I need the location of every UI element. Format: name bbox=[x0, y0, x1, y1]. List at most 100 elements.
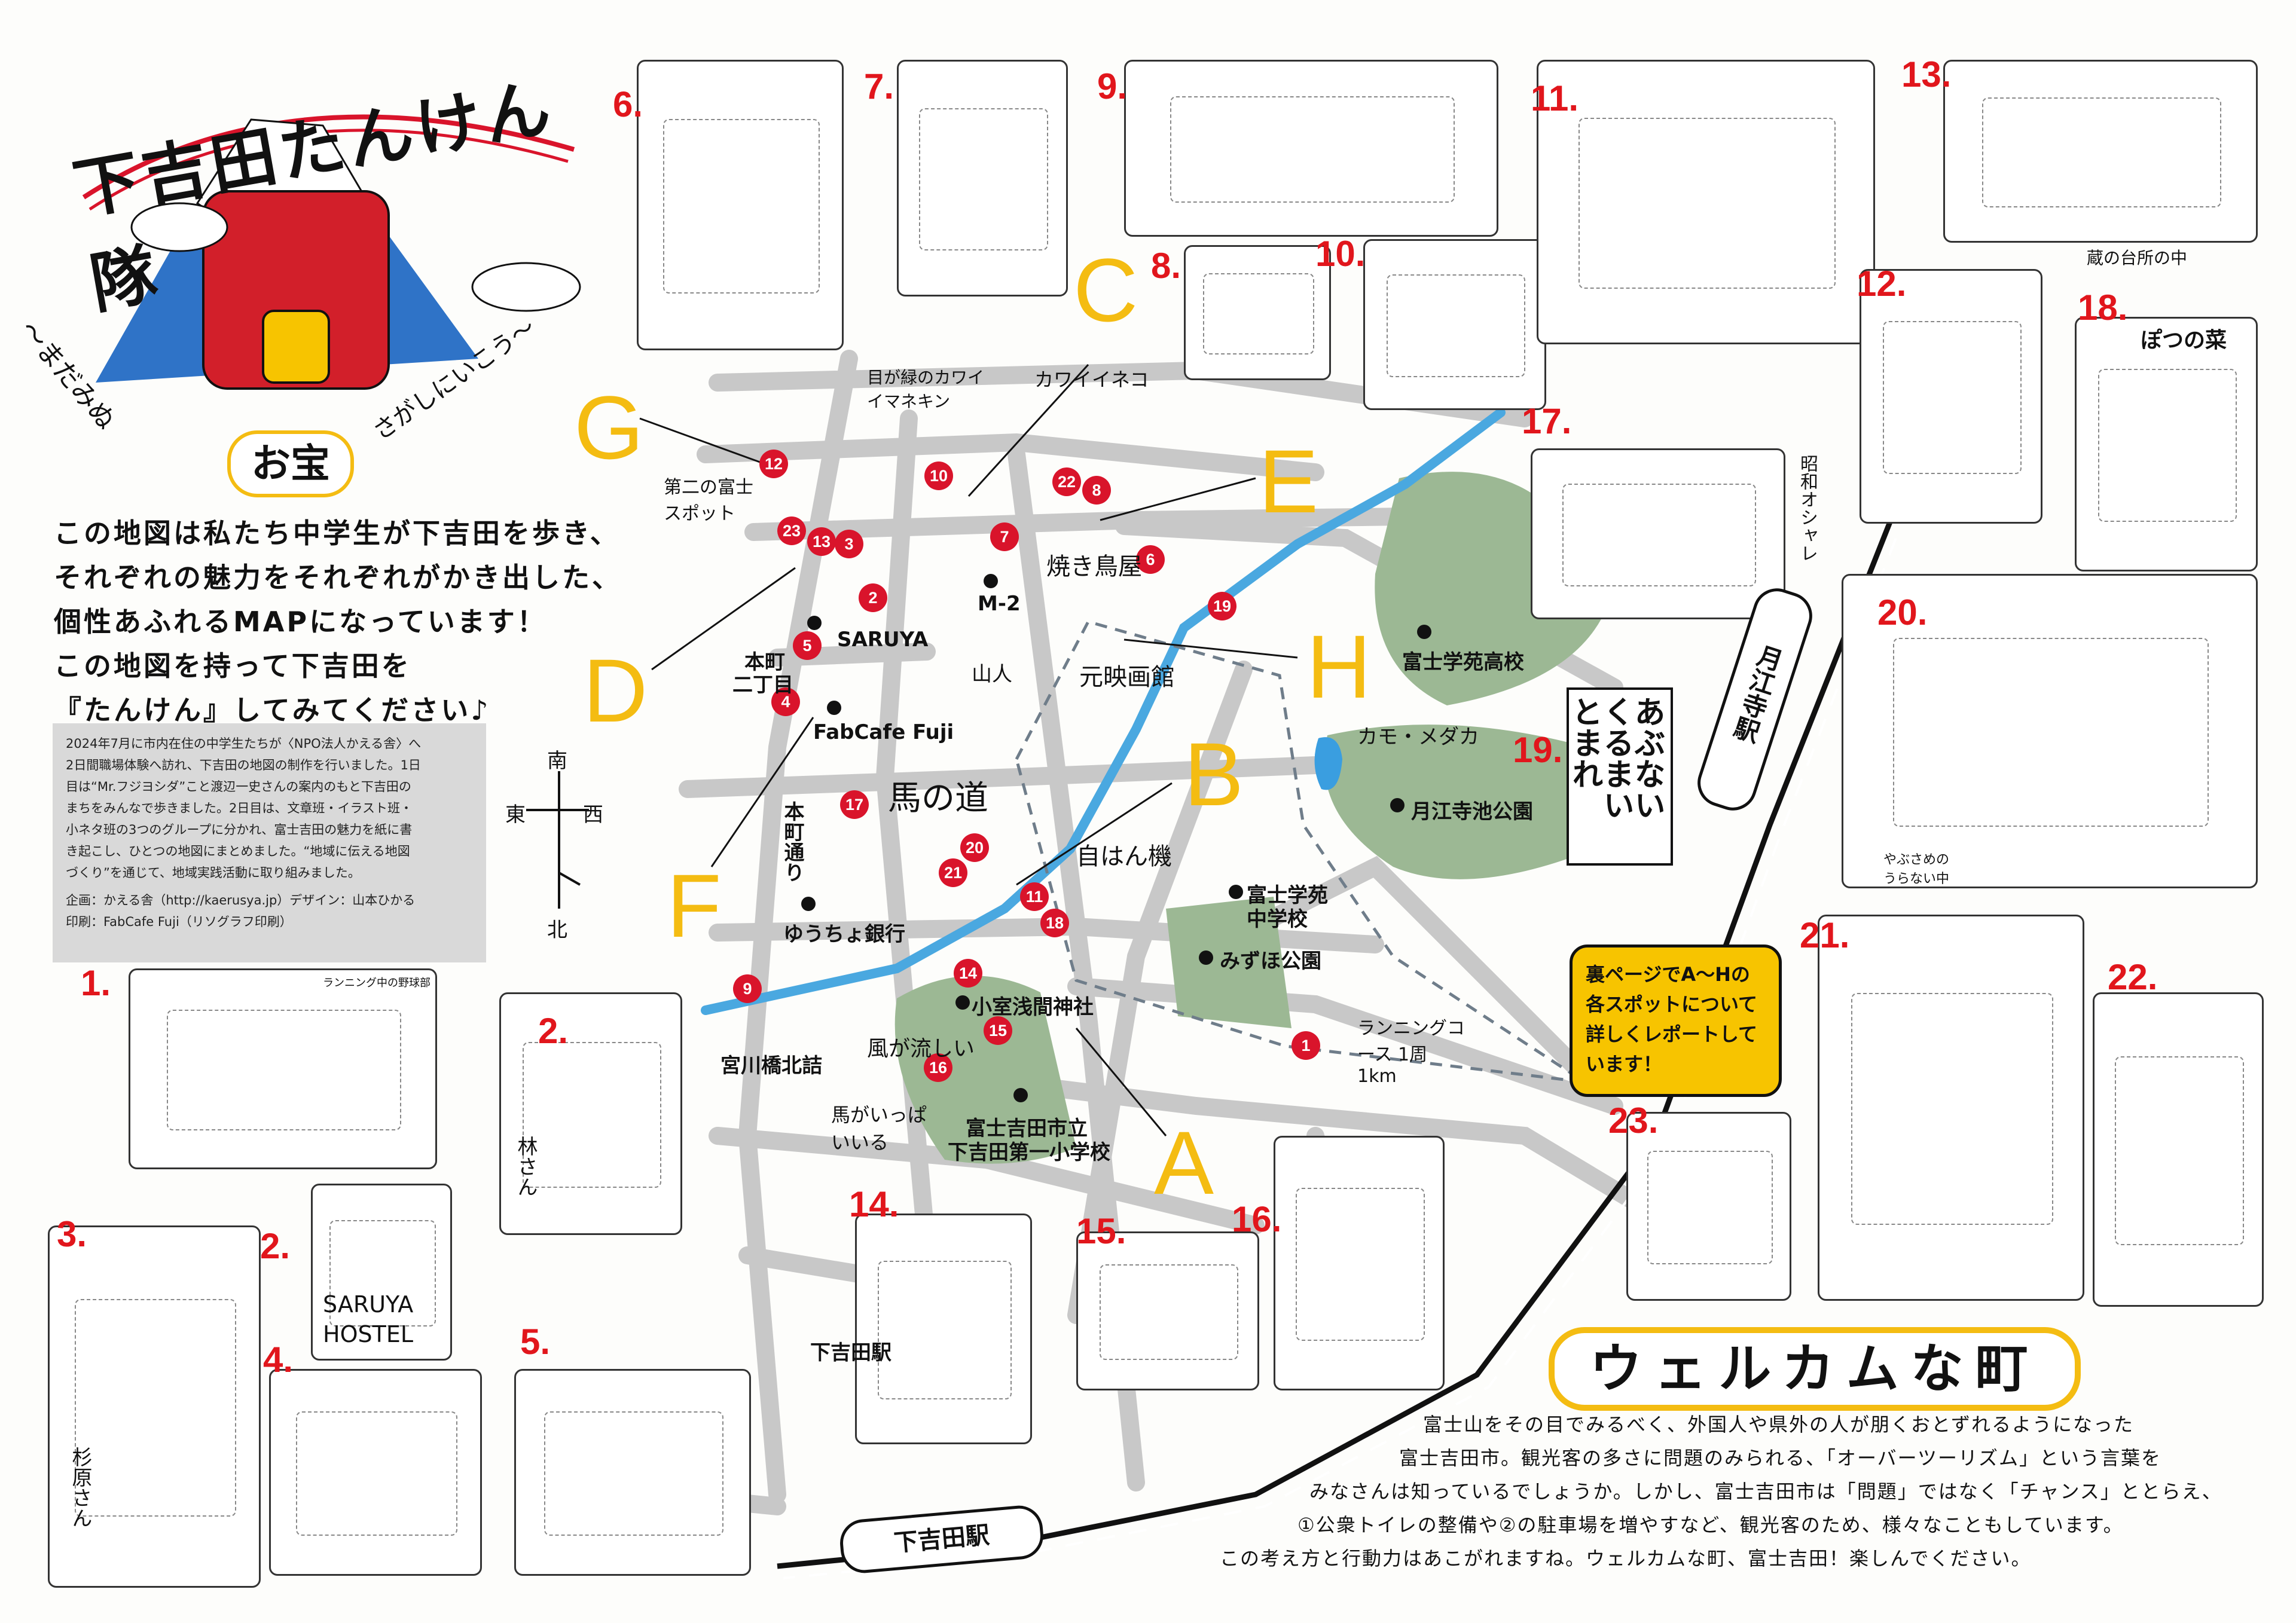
info-line: き起こし、ひとつの地図にまとめました。“地域に伝える地図 bbox=[66, 844, 410, 858]
sketch-10-mascots bbox=[1363, 239, 1546, 410]
sketch-number: 11. bbox=[1531, 78, 1579, 118]
sketch-9-houses bbox=[1124, 60, 1498, 237]
map-pin[interactable]: 21 bbox=[939, 858, 967, 887]
info-line: づくり”を通じて、地域実践活動に取り組みました。 bbox=[66, 866, 361, 880]
sketch-number: 13. bbox=[1901, 54, 1952, 94]
sketch-23-shed bbox=[1626, 1112, 1791, 1301]
map-pin[interactable]: 1 bbox=[1292, 1031, 1320, 1060]
sign-line: あぶない bbox=[1629, 696, 1665, 820]
map-pin[interactable]: 6 bbox=[1136, 545, 1165, 574]
map-pin[interactable]: 20 bbox=[960, 833, 989, 862]
compass-east: 東 bbox=[505, 803, 526, 827]
sketch-2-saruya-logo bbox=[311, 1184, 452, 1361]
parks bbox=[894, 472, 1632, 1164]
map-pin[interactable]: 4 bbox=[771, 687, 800, 716]
welcome-body: 富士山をその目でみるべく、外国人や県外の人が朋くおとずれるようになった 富士吉田… bbox=[1220, 1408, 2278, 1575]
intro-line: この地図を持って下吉田を bbox=[54, 650, 411, 682]
welcome-line: この考え方と行動力はあこがれますね。ウェルカムな町、富士吉田！楽しんでください。 bbox=[1220, 1547, 2032, 1570]
sketch-number: 12. bbox=[1857, 264, 1907, 304]
map-pin[interactable]: 11 bbox=[1020, 882, 1049, 911]
map-pin[interactable]: 7 bbox=[990, 522, 1019, 551]
map-pin[interactable]: 22 bbox=[1052, 467, 1081, 496]
welcome-line: 富士山をその目でみるべく、外国人や県外の人が朋くおとずれるようになった bbox=[1423, 1413, 2135, 1436]
note-jihanki: 自はん機 bbox=[1076, 843, 1172, 870]
label-m2: M-2 bbox=[978, 592, 1021, 616]
treasure-label: お宝 bbox=[227, 430, 354, 497]
map-pin[interactable]: 19 bbox=[1208, 592, 1236, 621]
road-sign-tomare: あぶない くるまい とまれ bbox=[1567, 687, 1673, 866]
sign-line: とまれ bbox=[1567, 696, 1602, 789]
sketch-number: 5. bbox=[520, 1322, 551, 1362]
area-letter-f: F bbox=[667, 855, 722, 956]
label-gekkoji-park: 月江寺池公園 bbox=[1411, 800, 1533, 824]
sketch-2-portrait bbox=[499, 992, 682, 1235]
sketch-5-shops bbox=[514, 1369, 751, 1576]
sketch-number: 22. bbox=[2108, 957, 2158, 997]
note-kura: 蔵の台所の中 bbox=[2087, 248, 2188, 268]
map-pin[interactable]: 16 bbox=[924, 1053, 952, 1082]
label-komuro: 小室浅間神社 bbox=[972, 995, 1094, 1019]
label-mizuho: みずほ公園 bbox=[1220, 949, 1321, 973]
label-school-2: 下吉田第一小学校 bbox=[948, 1141, 1110, 1164]
intro-line: 個性あふれるMAPになっています！ bbox=[54, 606, 547, 638]
sign-line: くるまい bbox=[1598, 696, 1634, 820]
sketch-4-storefront bbox=[269, 1369, 482, 1576]
map-pin[interactable]: 23 bbox=[777, 516, 806, 545]
map-pin[interactable]: 2 bbox=[859, 583, 887, 612]
map-pin[interactable]: 12 bbox=[759, 450, 788, 478]
map-pin[interactable]: 3 bbox=[835, 530, 863, 558]
sketch-number: 18. bbox=[2078, 288, 2128, 328]
sketch-number: 2. bbox=[538, 1011, 569, 1051]
note-fuji-spot: 第二の富士スポット bbox=[664, 477, 753, 524]
note-green-eye: 目が緑のカワイイマネキン bbox=[867, 368, 985, 411]
welcome-line: みなさんは知っているでしょうか。しかし、富士吉田市は「問題」ではなく「チャンス」… bbox=[1309, 1480, 2222, 1503]
intro-line: それぞれの魅力をそれぞれがかき出した、 bbox=[54, 561, 622, 594]
map-pin[interactable]: 5 bbox=[793, 631, 822, 660]
note-kaze: 風が流しい bbox=[867, 1037, 975, 1061]
sketch-number: 6. bbox=[613, 84, 643, 124]
sketch-number: 7. bbox=[864, 66, 894, 106]
map-pin[interactable]: 9 bbox=[733, 974, 762, 1003]
compass-rose bbox=[526, 771, 589, 909]
note-uma-no-michi: 馬の道 bbox=[888, 779, 988, 818]
info-line: 2日間職場体験へ訪れ、下吉田の地図の制作を行いました。1日 bbox=[66, 758, 421, 772]
compass-north: 北 bbox=[547, 918, 567, 942]
welcome-line: 富士吉田市。観光客の多さに問題のみられる、「オーバーツーリズム」という言葉を bbox=[1399, 1447, 2162, 1469]
landmark-dot bbox=[807, 616, 822, 630]
saruya-logo-line2: HOSTEL bbox=[323, 1321, 413, 1347]
note-uma-ippai: 馬がいっぱいいる bbox=[831, 1104, 927, 1154]
info-box: 2024年7月に市内在住の中学生たちが〈NPO法人かえる舎〉へ 2日間職場体験へ… bbox=[53, 723, 486, 962]
label-fuji-jhs-1: 富士学苑 bbox=[1247, 884, 1328, 907]
sketch-16-shrine bbox=[1274, 1136, 1445, 1390]
area-letter-g: G bbox=[574, 377, 644, 478]
info-line: まちをみんなで歩きました。2日目は、文章班・イラスト班・ bbox=[66, 801, 413, 815]
note-sugihara: 杉原さん bbox=[68, 1447, 92, 1528]
map-pin[interactable]: 10 bbox=[924, 461, 953, 490]
info-line: 小ネタ班の3つのグループに分かれ、富士吉田の魅力を紙に書 bbox=[66, 823, 413, 837]
sketch-6-alley bbox=[637, 60, 844, 350]
info-credit: 企画：かえる舎（http://kaerusya.jp）デザイン：山本ひかる bbox=[66, 893, 416, 907]
map-pin[interactable]: 8 bbox=[1082, 476, 1111, 505]
map-pin[interactable]: 15 bbox=[984, 1016, 1012, 1045]
landmark-dot bbox=[984, 574, 998, 588]
sketch-21-horse-rider bbox=[1818, 915, 2084, 1301]
sketch-13-kitchen bbox=[1943, 60, 2258, 243]
sketch-number: 19. bbox=[1513, 730, 1563, 770]
area-letter-h: H bbox=[1306, 616, 1372, 717]
sketch-17-pattern bbox=[1531, 448, 1785, 619]
map-pin[interactable]: 13 bbox=[807, 527, 836, 556]
sketch-7-building bbox=[897, 60, 1068, 297]
sketch-number: 20. bbox=[1877, 592, 1928, 632]
landmark-dot bbox=[801, 897, 816, 911]
sketch-11-river bbox=[1537, 60, 1875, 344]
map-pin[interactable]: 18 bbox=[1040, 909, 1069, 937]
label-honmachi: 本町 bbox=[744, 650, 785, 674]
river bbox=[701, 408, 1506, 1015]
note-yamabito: 山人 bbox=[972, 662, 1012, 686]
label-yucho: ゆうちょ銀行 bbox=[783, 922, 905, 946]
note-yakitori: 焼き鳥屋 bbox=[1046, 553, 1142, 580]
map-pin[interactable]: 17 bbox=[840, 790, 869, 819]
sketch-number: 10. bbox=[1315, 234, 1366, 274]
map-pin[interactable]: 14 bbox=[954, 959, 982, 988]
area-letter-e: E bbox=[1259, 431, 1319, 531]
